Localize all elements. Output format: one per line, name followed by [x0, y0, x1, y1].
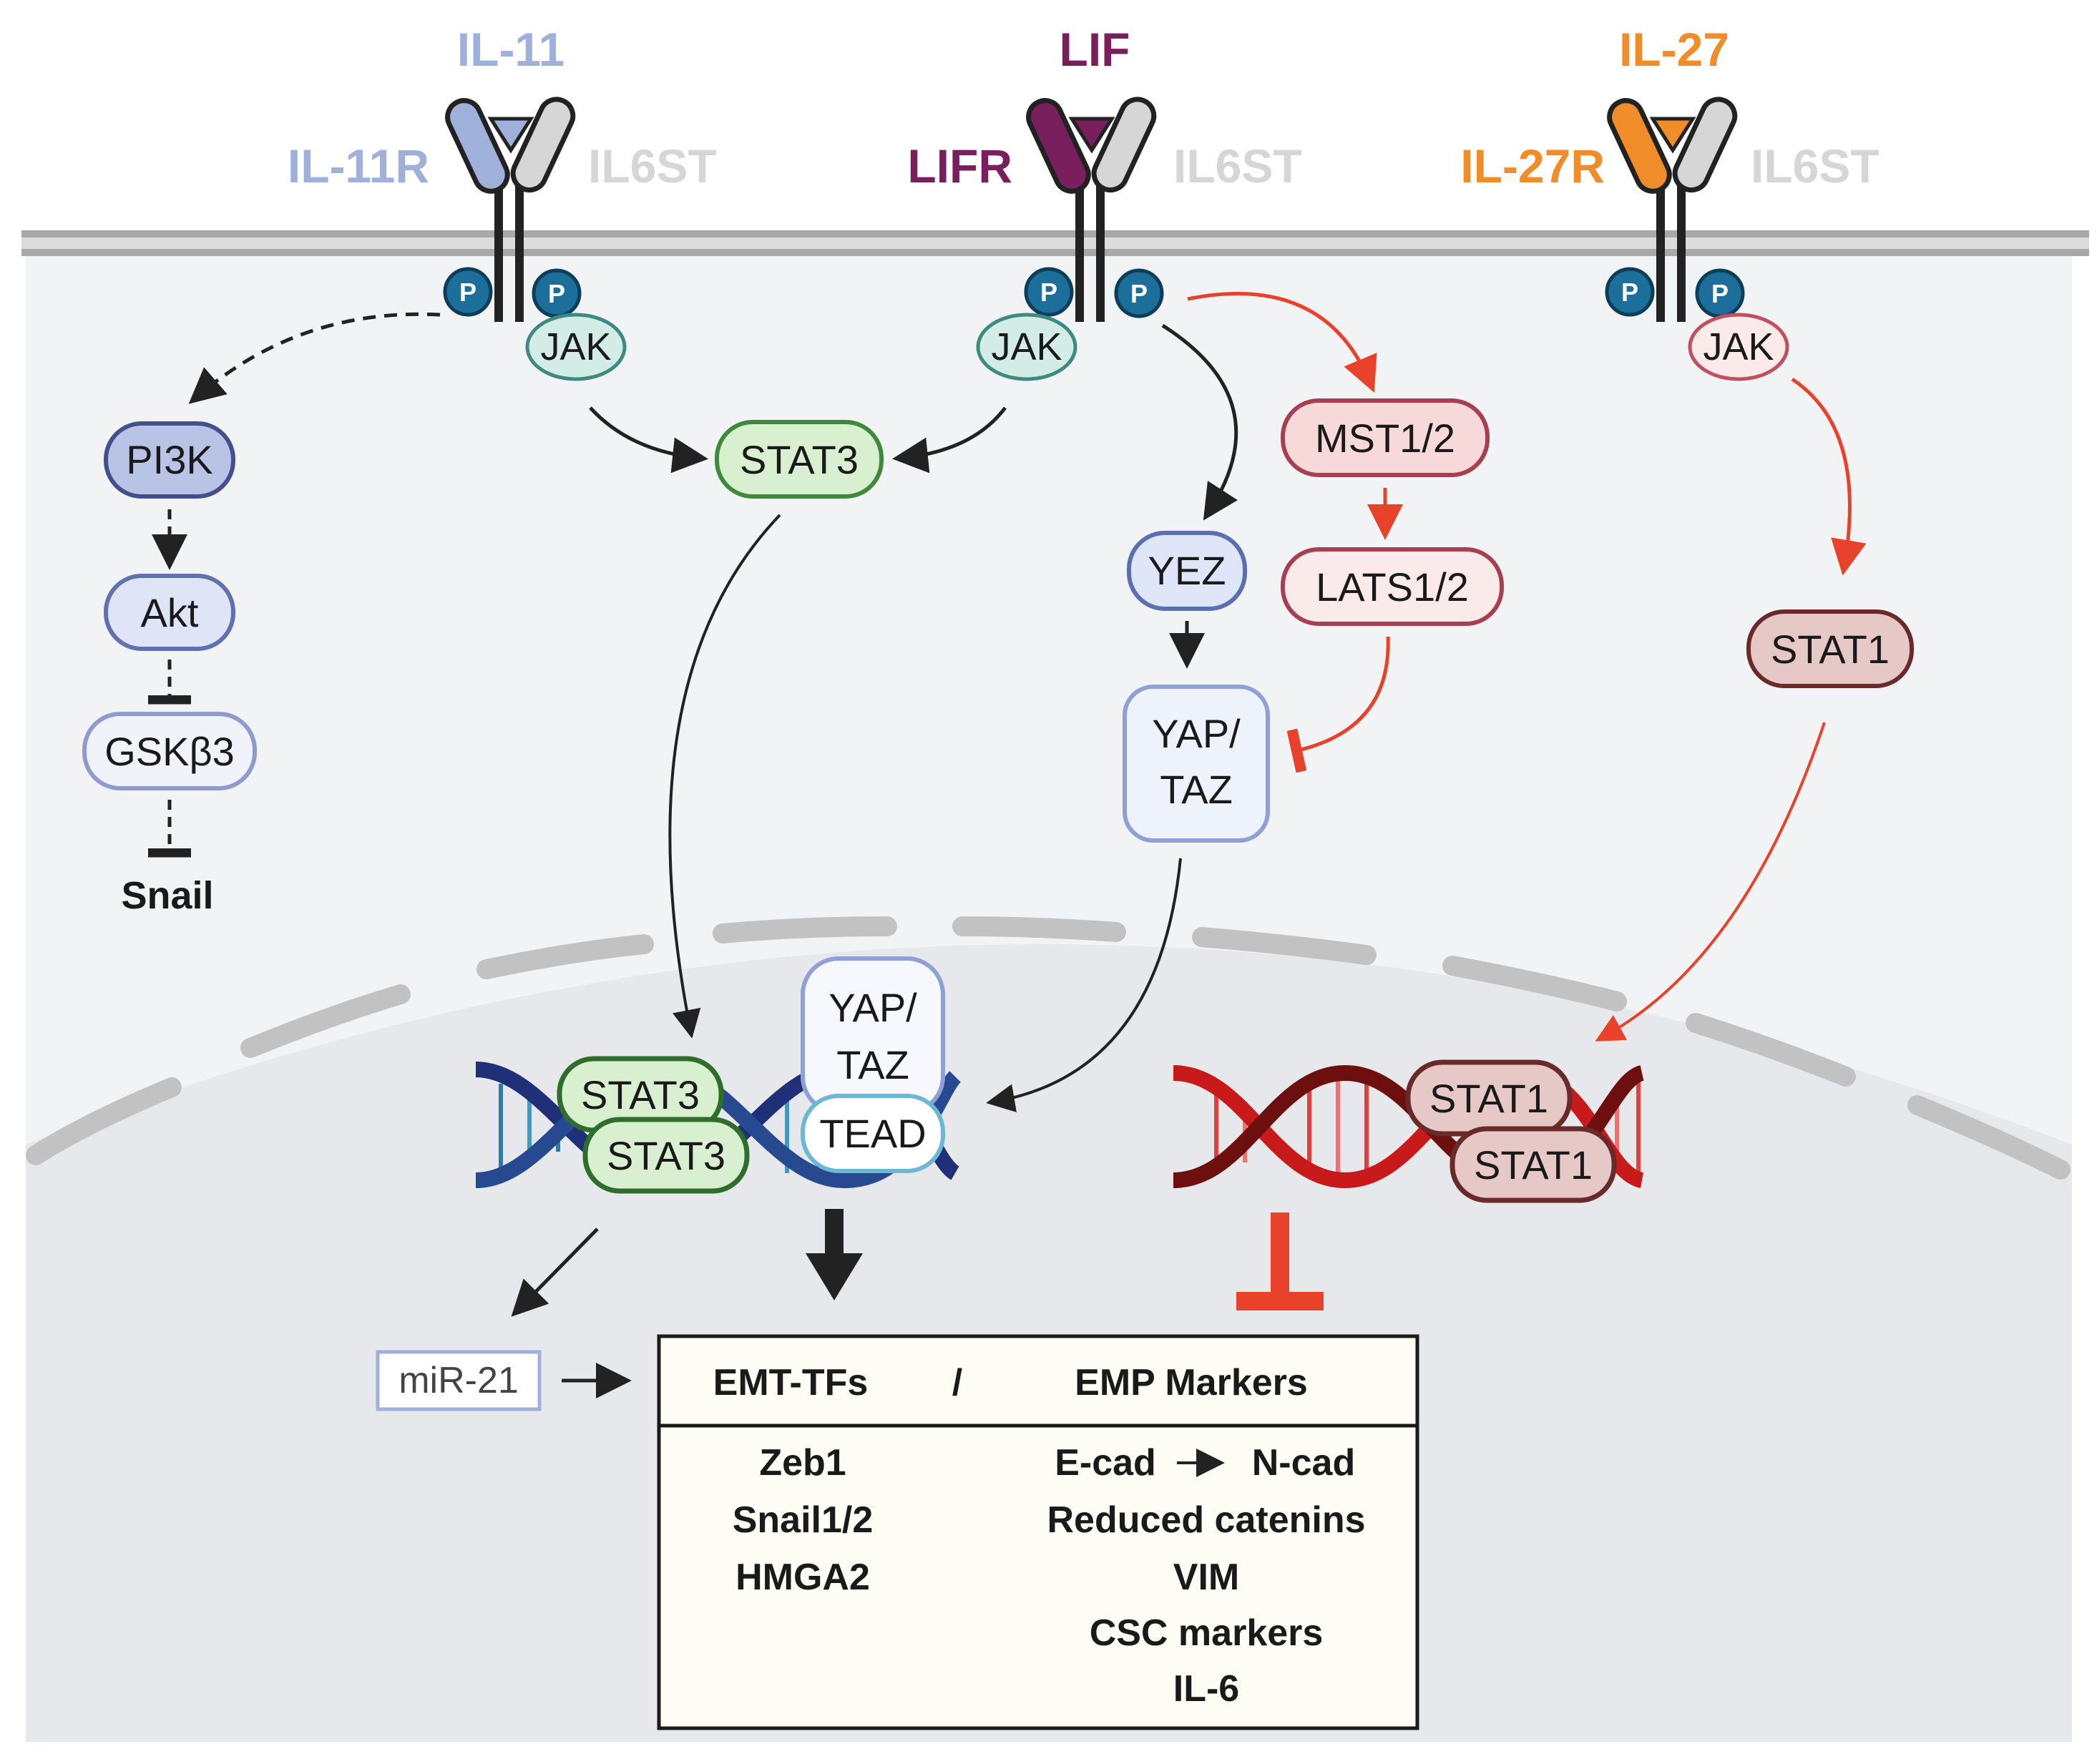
emt-tf-item: Snail1/2 — [733, 1499, 874, 1541]
nuclear-stat1-b-label: STAT1 — [1474, 1142, 1593, 1187]
receptor-il6st-label-1: IL6ST — [588, 139, 717, 192]
inhibit-lats-yaptaz — [1286, 636, 1390, 773]
emp-marker-item: IL-6 — [1173, 1668, 1239, 1710]
il11-receptor-complex — [445, 97, 576, 322]
node-akt-label: Akt — [141, 590, 199, 635]
results-header-emt-tfs: EMT-TFs — [713, 1362, 869, 1403]
nuclear-stat1-b — [1450, 1126, 1617, 1203]
emt-tf-item: HMGA2 — [735, 1557, 870, 1598]
receptor-lifr-label: LIFR — [907, 139, 1012, 192]
node-yez — [1127, 531, 1247, 611]
results-box — [657, 1334, 1419, 1730]
node-pi3k — [104, 421, 235, 499]
arrow-jak2-to-stat3 — [892, 406, 1007, 474]
node-snail-label: Snail — [121, 874, 213, 917]
nuclear-yap-taz-line2: TAZ — [836, 1042, 909, 1087]
phospho-label: P — [1711, 279, 1729, 308]
jak-3 — [1688, 313, 1789, 381]
nuclear-stat3-b — [582, 1117, 750, 1194]
big-inhibition-bar — [1236, 1212, 1324, 1310]
node-yap-taz — [1123, 685, 1270, 843]
node-stat1 — [1746, 609, 1914, 688]
phospho-groups — [443, 267, 1745, 318]
node-gsk3b — [82, 712, 257, 790]
nuclear-stat1-a-label: STAT1 — [1429, 1076, 1548, 1121]
emp-marker-ecad: E-cad — [1055, 1442, 1156, 1484]
phospho-label: P — [1621, 278, 1638, 307]
results-header-emp-markers: EMP Markers — [1075, 1362, 1308, 1403]
nuclear-envelope — [26, 916, 2071, 1180]
arrow-stat1-to-nucleus — [1595, 722, 1826, 1042]
jak-2 — [976, 313, 1077, 381]
emp-marker-item: Reduced catenins — [1047, 1499, 1365, 1541]
nuclear-stat3-a-label: STAT3 — [581, 1072, 700, 1117]
big-activation-arrow — [806, 1209, 863, 1300]
mir21-box — [376, 1350, 542, 1411]
phospho-label: P — [459, 278, 476, 307]
jak-3-label: JAK — [1703, 325, 1774, 368]
mir21-label: miR-21 — [399, 1360, 519, 1401]
node-mst-label: MST1/2 — [1315, 416, 1455, 461]
node-pi3k-label: PI3K — [126, 437, 212, 482]
emp-marker-item: CSC markers — [1090, 1612, 1324, 1654]
jak-1 — [525, 313, 627, 381]
nuclear-yap-taz-line1: YAP/ — [828, 985, 917, 1030]
phospho-label: P — [1040, 278, 1057, 307]
node-yap-taz-line1: YAP/ — [1152, 711, 1241, 756]
emp-marker-ncad: N-cad — [1252, 1442, 1355, 1484]
jak-1-label: JAK — [540, 325, 611, 368]
results-header-separator: / — [952, 1362, 962, 1403]
arrow-stat3-to-nucleus — [668, 514, 781, 1039]
node-yap-taz-line2: TAZ — [1160, 767, 1233, 812]
il27-receptor-complex — [1607, 97, 1738, 322]
ligand-lif-label: LIF — [1060, 23, 1130, 76]
phospho-label: P — [548, 279, 565, 308]
jak-2-label: JAK — [991, 325, 1062, 368]
node-gsk3b-label: GSKβ3 — [104, 729, 235, 774]
node-lats — [1281, 547, 1504, 626]
receptor-il6st-label-3: IL6ST — [1751, 139, 1880, 192]
nuclear-yap-taz — [801, 956, 945, 1114]
ligand-il27-label: IL-27 — [1619, 23, 1729, 76]
node-mst — [1281, 398, 1490, 477]
ligand-il11-label: IL-11 — [457, 23, 564, 76]
nuclear-stat3-b-label: STAT3 — [607, 1133, 725, 1178]
receptor-il27r-label: IL-27R — [1460, 139, 1605, 192]
arrow-yaptaz-to-nucleus — [986, 858, 1182, 1112]
phospho-label: P — [1130, 279, 1148, 308]
node-stat3-label: STAT3 — [740, 437, 859, 482]
node-lats-label: LATS1/2 — [1316, 564, 1469, 609]
node-stat1-label: STAT1 — [1771, 627, 1890, 672]
arrow-il11-to-pi3k — [188, 312, 441, 404]
receptor-il11r-label: IL-11R — [288, 139, 429, 192]
nuclear-tead-label: TEAD — [819, 1111, 926, 1156]
node-akt — [104, 574, 235, 651]
plasma-membrane — [21, 230, 2089, 256]
receptor-il6st-label-2: IL6ST — [1173, 139, 1302, 192]
node-stat3 — [715, 420, 884, 499]
arrow-lif-to-mst — [1187, 292, 1377, 393]
lif-receptor-complex — [1026, 97, 1157, 322]
arrow-jak1-to-stat3 — [589, 406, 708, 474]
nuclear-tead — [801, 1094, 945, 1173]
node-yez-label: YEZ — [1148, 548, 1226, 593]
arrow-jak2-to-yez — [1161, 323, 1238, 521]
arrow-jak3-to-stat1 — [1791, 377, 1867, 576]
arrow-stat3-to-mir21 — [511, 1228, 599, 1317]
emt-tf-item: Zeb1 — [759, 1442, 846, 1484]
emp-marker-item: VIM — [1173, 1557, 1239, 1598]
phospho-labels: P P P P P P — [459, 278, 1729, 308]
